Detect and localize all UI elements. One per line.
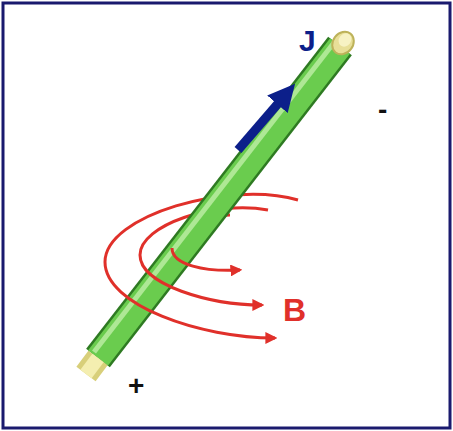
frame	[3, 3, 450, 428]
terminal-sign: -	[378, 96, 387, 124]
wire	[86, 27, 358, 374]
terminal-sign: +	[128, 372, 144, 400]
current-label: J	[299, 26, 316, 56]
field-lines-front	[105, 248, 275, 338]
current-arrow	[238, 92, 288, 150]
current-label-holder: J	[299, 26, 316, 56]
field-label-holder: B	[283, 294, 306, 326]
terminal-sign-holder: +	[128, 372, 144, 400]
field-label: B	[283, 294, 306, 326]
terminal-sign-holder: -	[378, 96, 387, 124]
